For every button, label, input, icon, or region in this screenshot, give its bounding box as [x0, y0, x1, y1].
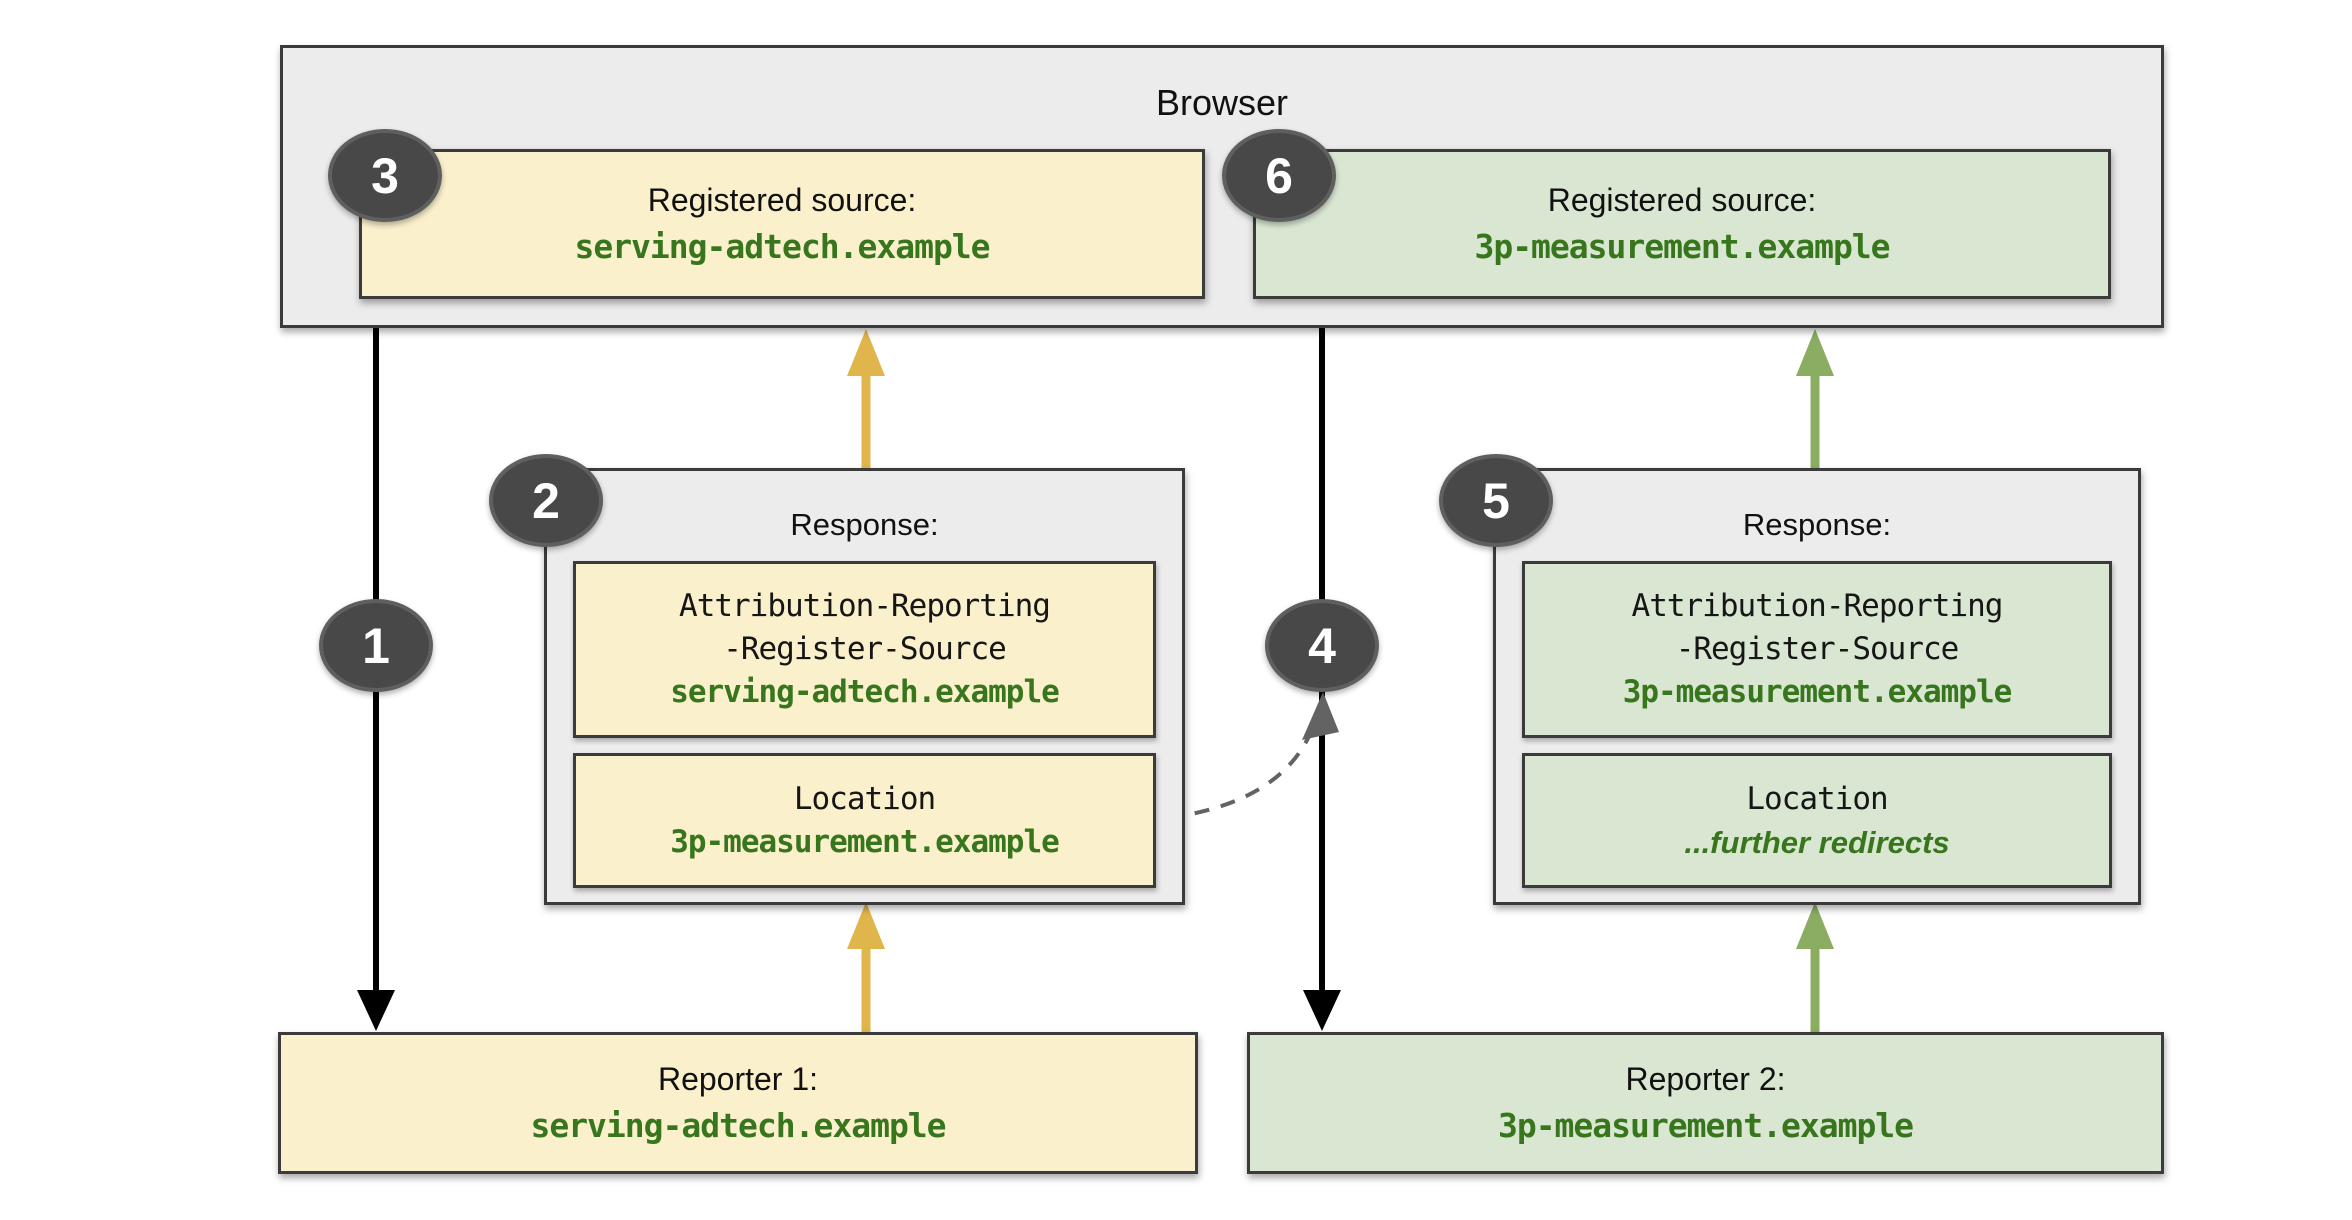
response-1-location-header: Location 3p-measurement.example [573, 753, 1156, 888]
response-1-box: Response: Attribution-Reporting -Registe… [544, 468, 1185, 905]
reporter-2-domain: 3p-measurement.example [1497, 1106, 1914, 1145]
response-1-register-line1: Attribution-Reporting [679, 588, 1051, 624]
step-badge-3-number: 3 [371, 147, 399, 204]
response-1-location-label: Location [793, 780, 936, 817]
response-2-location-header: Location ...further redirects [1522, 753, 2112, 888]
response-2-location-label: Location [1746, 780, 1888, 817]
reporter-2-box: Reporter 2: 3p-measurement.example [1247, 1032, 2164, 1174]
registered-source-2-domain: 3p-measurement.example [1474, 227, 1890, 266]
step-badge-5-number: 5 [1482, 472, 1510, 529]
registered-source-1-label: Registered source: [647, 182, 917, 218]
registered-source-2-box: Registered source: 3p-measurement.exampl… [1253, 149, 2111, 299]
response-2-title: Response: [1742, 507, 1892, 542]
response-1-title: Response: [790, 507, 939, 542]
reporter-1-label: Reporter 1: [657, 1061, 819, 1097]
step-badge-1: 1 [319, 599, 433, 692]
browser-title: Browser [1155, 82, 1289, 123]
arrow-response2-browser-head [1796, 329, 1834, 376]
registered-source-1-box: Registered source: serving-adtech.exampl… [359, 149, 1205, 299]
response-1-register-line2: -Register-Source [723, 631, 1007, 667]
step-badge-2-number: 2 [532, 472, 560, 529]
step-badge-2: 2 [489, 454, 603, 547]
step-badge-4-number: 4 [1308, 617, 1336, 674]
step-badge-5: 5 [1439, 454, 1553, 547]
redirect-dashed-head [1302, 692, 1339, 740]
arrow-4-head [1303, 990, 1341, 1031]
response-1-location-value: 3p-measurement.example [670, 823, 1060, 860]
registered-source-1-domain: serving-adtech.example [574, 227, 990, 266]
step-badge-1-number: 1 [362, 617, 390, 674]
arrow-reporter2-response-head [1796, 902, 1834, 949]
reporter-2-label: Reporter 2: [1625, 1061, 1786, 1097]
response-2-box: Response: Attribution-Reporting -Registe… [1493, 468, 2141, 905]
arrow-1-head [357, 990, 395, 1031]
response-2-location-value: ...further redirects [1684, 824, 1950, 860]
arrow-response1-browser-head [847, 329, 885, 376]
step-badge-4: 4 [1265, 599, 1379, 692]
reporter-1-domain: serving-adtech.example [530, 1106, 946, 1145]
response-2-register-source-header: Attribution-Reporting -Register-Source 3… [1522, 561, 2112, 738]
step-badge-6-number: 6 [1265, 147, 1293, 204]
step-badge-6: 6 [1222, 129, 1336, 222]
response-1-register-source-header: Attribution-Reporting -Register-Source s… [573, 561, 1156, 738]
response-2-register-line1: Attribution-Reporting [1631, 588, 2004, 624]
redirect-dashed-curve [1167, 703, 1322, 820]
response-2-register-line2: -Register-Source [1675, 631, 1960, 667]
reporter-1-box: Reporter 1: serving-adtech.example [278, 1032, 1198, 1174]
arrow-reporter1-response-head [847, 902, 885, 949]
registered-source-2-label: Registered source: [1547, 182, 1817, 218]
browser-box: Browser Registered source: serving-adtec… [280, 45, 2164, 328]
response-2-register-domain: 3p-measurement.example [1622, 674, 2013, 710]
response-1-register-domain: serving-adtech.example [670, 674, 1060, 710]
step-badge-3: 3 [328, 129, 442, 222]
